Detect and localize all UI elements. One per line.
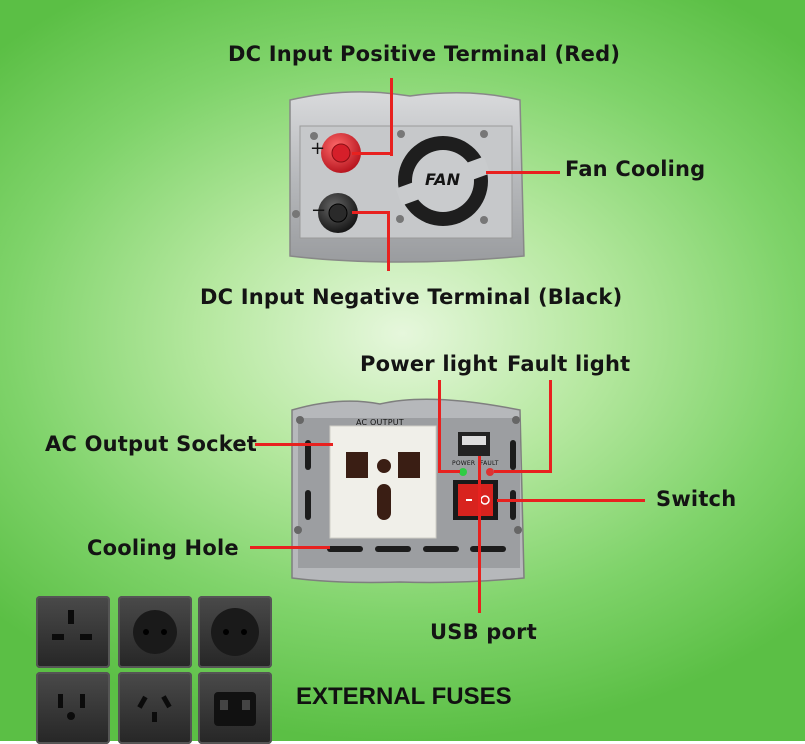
screw-icon	[292, 210, 300, 218]
leader-ac-socket	[255, 443, 333, 446]
cooling-slot	[305, 440, 311, 470]
cooling-slot	[423, 546, 459, 552]
minus-mark: −	[311, 200, 327, 221]
label-usb-port: USB port	[430, 620, 537, 644]
leader-dc-negative-h	[352, 211, 390, 214]
screw-icon	[480, 130, 488, 138]
leader-fan	[486, 171, 560, 174]
leader-fault-light	[549, 380, 552, 473]
leader-switch	[497, 499, 645, 502]
label-fan-cooling: Fan Cooling	[565, 157, 706, 181]
fan-text: FAN	[425, 170, 461, 189]
cooling-slot	[510, 440, 516, 470]
leader-power-light	[438, 380, 441, 472]
leader-dc-positive-h	[352, 152, 393, 155]
power-light-icon	[459, 468, 467, 476]
us-socket-icon	[36, 672, 110, 744]
uk-socket-icon	[36, 596, 110, 668]
screw-icon	[397, 130, 405, 138]
label-cooling-hole: Cooling Hole	[87, 536, 239, 560]
fault-text: FAULT	[480, 460, 499, 467]
cooling-slot	[510, 490, 516, 520]
fault-light-icon	[486, 468, 494, 476]
cooling-slot	[305, 490, 311, 520]
label-dc-positive: DC Input Positive Terminal (Red)	[228, 42, 621, 66]
screw-icon	[294, 526, 302, 534]
label-power-light: Power light	[360, 352, 498, 376]
power-text: POWER	[452, 460, 476, 467]
screw-icon	[396, 215, 404, 223]
leader-cooling-hole	[250, 546, 330, 549]
label-switch: Switch	[656, 487, 737, 511]
cooling-slot	[327, 546, 363, 552]
au-socket-icon	[118, 672, 192, 744]
label-ac-output-socket: AC Output Socket	[45, 432, 258, 456]
screw-icon	[310, 132, 318, 140]
cooling-slot	[375, 546, 411, 552]
label-fault-light: Fault light	[507, 352, 631, 376]
leader-power-light-h	[438, 470, 460, 473]
screw-icon	[512, 416, 520, 424]
leader-dc-negative	[387, 211, 390, 271]
leader-dc-positive	[390, 78, 393, 156]
screw-icon	[480, 216, 488, 224]
screw-icon	[514, 526, 522, 534]
leader-fault-light-h	[494, 470, 552, 473]
external-fuses-heading: EXTERNAL FUSES	[296, 683, 512, 710]
label-dc-negative: DC Input Negative Terminal (Black)	[200, 285, 623, 309]
screw-icon	[296, 416, 304, 424]
ac-output-text: AC OUTPUT	[356, 418, 404, 427]
plus-mark: +	[310, 138, 326, 159]
leader-usb	[478, 456, 481, 613]
